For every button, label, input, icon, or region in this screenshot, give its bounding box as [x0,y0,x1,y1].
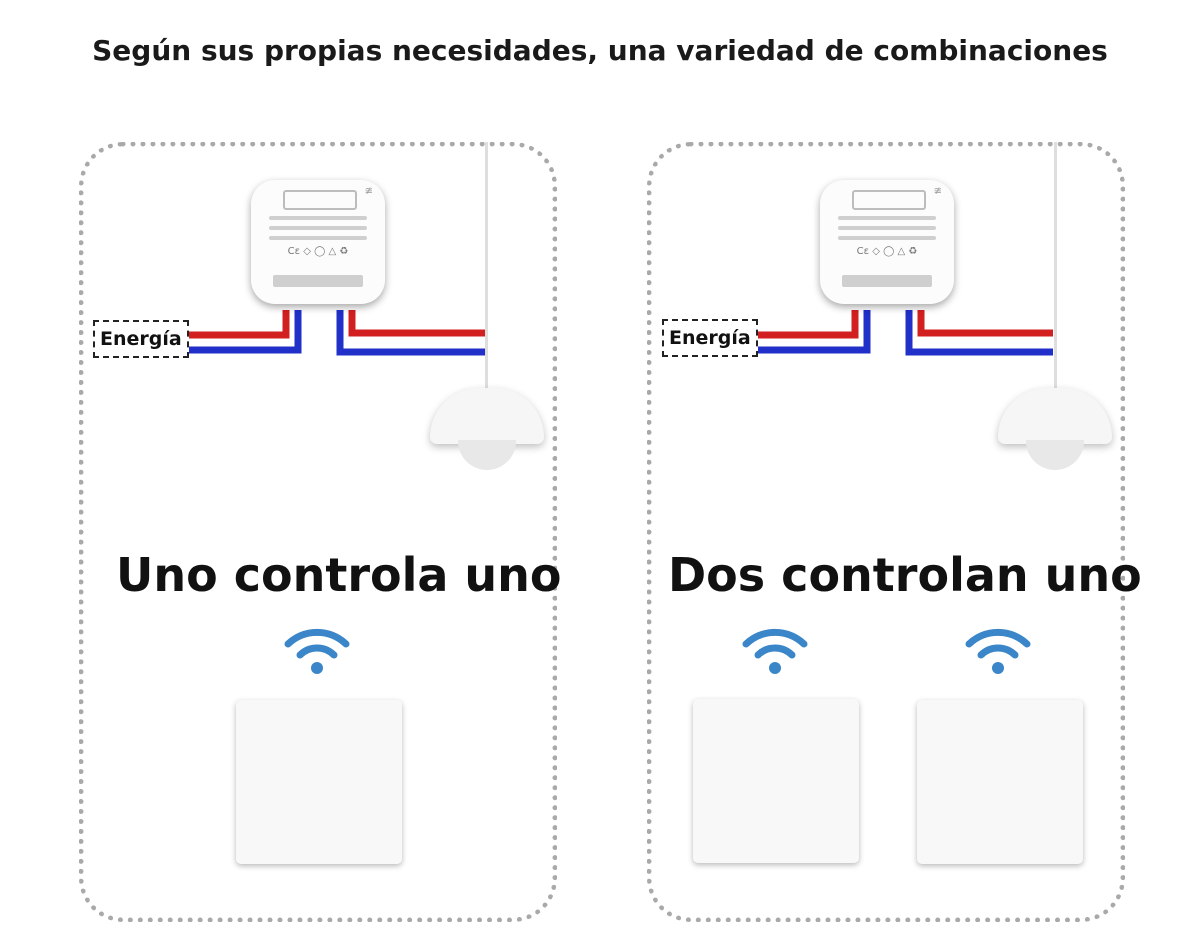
wifi-icon [965,628,1031,674]
module-print [269,226,367,230]
wall-switch-icon [236,700,402,864]
right-neutral-wire-in [757,310,871,354]
module-terminals [273,275,363,287]
left-live-wire-out [348,310,486,337]
energy-label: Energía [662,319,758,357]
module-certification-icons: Cε ◇ ◯ △ ♻ [856,246,918,257]
right-combination-title: Dos controlan uno [668,548,1142,602]
left-live-wire-in [188,310,290,339]
module-print [838,236,936,240]
module-print [838,226,936,230]
left-combination-title: Uno controla uno [116,548,562,602]
module-terminals [842,275,932,287]
wall-switch-icon [693,699,859,863]
right-neutral-wire-out [905,310,1053,356]
module-display [283,190,357,210]
module-wifi-icon: ≇ [364,186,373,197]
receiver-module-icon: ≇ Cε ◇ ◯ △ ♻ [251,180,385,304]
module-print [269,236,367,240]
left-neutral-wire-in [188,310,302,354]
module-certification-icons: Cε ◇ ◯ △ ♻ [287,246,349,257]
module-print [269,216,367,220]
left-panel-border [79,142,557,922]
right-live-wire-in [757,310,859,339]
right-panel-border [647,142,1125,922]
wifi-icon [742,628,808,674]
lamp-cord [485,142,488,390]
left-neutral-wire-out [336,310,486,356]
wall-switch-icon [917,700,1083,864]
lamp-cord [1054,142,1057,390]
page-title: Según sus propias necesidades, una varie… [92,34,1108,67]
module-display [852,190,926,210]
wiring-diagram [188,310,1053,356]
module-wifi-icon: ≇ [933,186,942,197]
wifi-icon [284,628,350,674]
energy-label: Energía [93,320,189,358]
module-print [838,216,936,220]
right-live-wire-out [917,310,1053,337]
receiver-module-icon: ≇ Cε ◇ ◯ △ ♻ [820,180,954,304]
